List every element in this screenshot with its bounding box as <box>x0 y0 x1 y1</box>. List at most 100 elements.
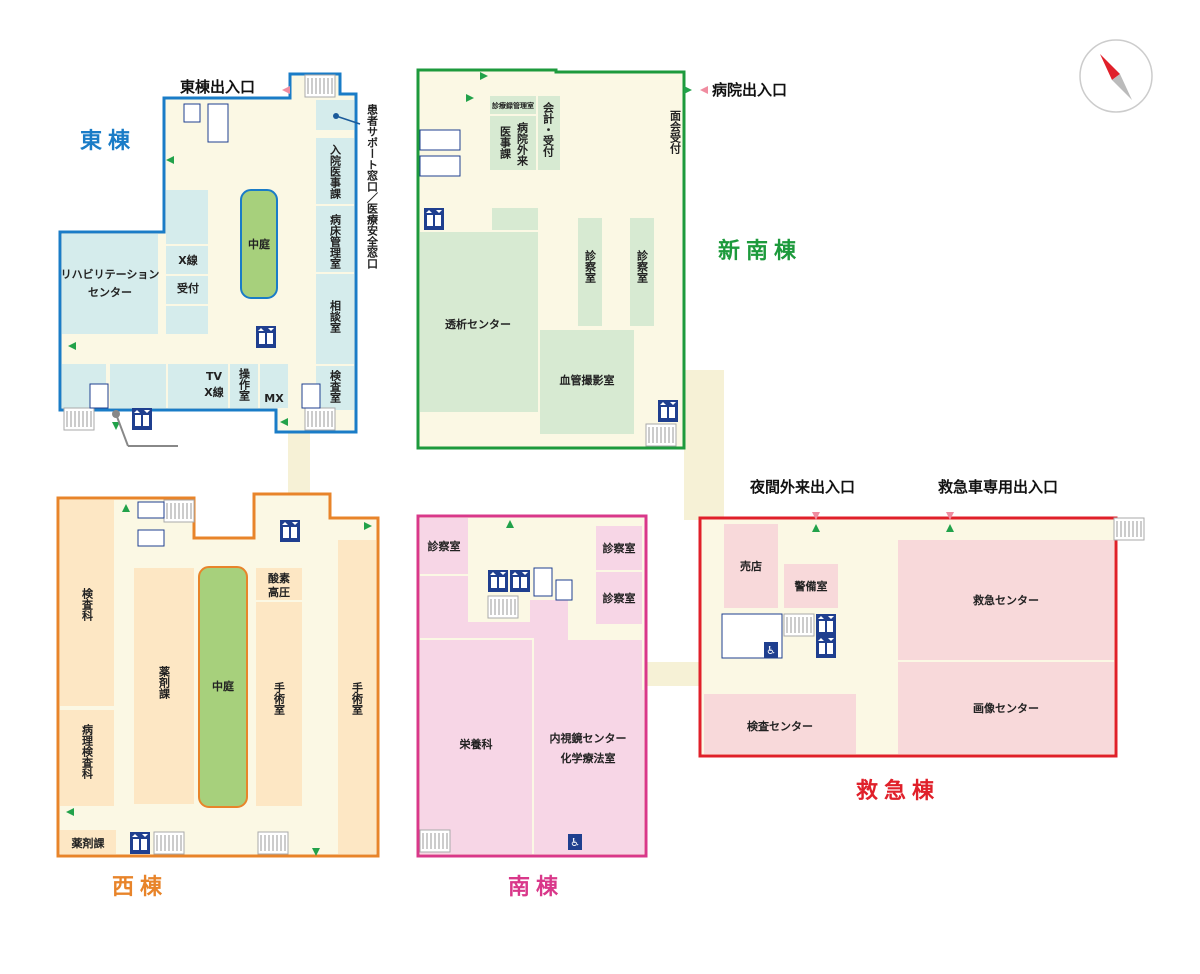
stairs-icon <box>645 423 677 447</box>
ns-room <box>492 208 538 230</box>
stairs-icon <box>304 407 336 431</box>
entrance-arrow-icon <box>700 86 708 94</box>
elevator-icon <box>280 520 300 542</box>
building-name-east: 東棟 <box>80 128 136 154</box>
entrance-arrow-icon <box>166 156 174 164</box>
stairs-icon <box>1113 517 1145 541</box>
stairs-icon <box>153 831 185 855</box>
restroom-icon <box>137 501 165 519</box>
east-building: 東棟 リハビリテーション センター X線 受付 中庭 TV X線 MX 入院医事… <box>58 72 379 447</box>
entrance-label: 救急車専用出入口 <box>938 478 1058 496</box>
room-label: 診察室 <box>636 249 649 283</box>
stairs-icon <box>487 595 519 619</box>
building-name-emergency: 救急棟 <box>856 778 940 804</box>
east-room <box>260 364 288 408</box>
room-label: 検査センター <box>747 719 813 733</box>
entrance-arrow-icon <box>280 418 288 426</box>
er-room <box>724 524 778 608</box>
elevator-icon <box>510 570 530 592</box>
south-room <box>420 640 532 854</box>
east-room <box>110 364 166 408</box>
restroom-icon <box>137 529 165 547</box>
room-label: 診察室 <box>428 539 461 553</box>
building-name-new-south: 新南棟 <box>718 238 802 264</box>
room-label: 売店 <box>740 559 762 573</box>
room-label: 薬剤課 <box>158 665 172 700</box>
room-label: 医事課 <box>499 126 512 160</box>
entrance-arrow-icon <box>812 524 820 532</box>
room-label: 病院外来 <box>516 121 530 167</box>
room-label: 透析センター <box>445 317 511 331</box>
map-shape <box>1112 74 1132 100</box>
entrance-arrow-icon <box>112 422 120 430</box>
entrance-arrow-icon <box>312 848 320 856</box>
restroom-icon <box>301 383 321 409</box>
elevator-icon <box>658 400 678 422</box>
map-shape <box>115 413 129 447</box>
south-room <box>596 572 642 624</box>
wheelchair-icon <box>764 642 778 658</box>
er-room <box>898 540 1114 660</box>
elevator-icon <box>488 570 508 592</box>
room-label: TV <box>206 370 223 383</box>
room-label: 診察室 <box>584 249 597 283</box>
room-label: 酸素 <box>268 571 290 585</box>
restroom-icon <box>89 383 109 409</box>
room-label: 中庭 <box>212 679 234 693</box>
entrance-label: 夜間外来出入口 <box>749 478 855 496</box>
wheelchair-icon <box>568 834 582 850</box>
west-room <box>60 830 116 854</box>
stairs-icon <box>783 613 815 637</box>
restroom-icon <box>183 103 201 123</box>
ns-room <box>540 330 634 434</box>
map-shape <box>335 115 361 125</box>
emergency-building: 救急棟 売店 警備室 救急センター 画像センター 検査センター 夜間外来出入口 … <box>698 478 1145 804</box>
room-label: 病床管理室 <box>329 213 342 269</box>
east-room <box>316 206 354 272</box>
south-building: 南棟 診察室 診察室 診察室 栄養科 内視鏡センター 化学療法室 <box>416 514 648 900</box>
room-label: 診察室 <box>603 541 636 555</box>
south-room <box>596 526 642 570</box>
elevator-icon <box>132 408 152 430</box>
room-label: 手術室 <box>351 681 365 715</box>
room-label: 診察室 <box>603 591 636 605</box>
west-room <box>256 602 302 806</box>
restroom-icon <box>419 129 461 151</box>
west-room <box>338 540 376 854</box>
entrance-arrow-icon <box>122 504 130 512</box>
room-label: 病理検査科 <box>81 723 94 780</box>
room-label: 受付 <box>177 281 199 295</box>
west-room <box>60 500 114 706</box>
elevator-icon <box>816 614 836 636</box>
elevator-icon <box>256 326 276 348</box>
entrance-label: 病院出入口 <box>712 81 787 99</box>
er-room <box>898 662 1114 754</box>
entrance-arrow-icon <box>506 520 514 528</box>
stairs-icon <box>257 831 289 855</box>
east-room <box>230 364 258 408</box>
entrance-arrow-icon <box>364 522 372 530</box>
ns-room <box>538 96 560 170</box>
room-label: 面会受付 <box>669 110 682 155</box>
room-label: 操作室 <box>238 367 251 401</box>
elevator-icon <box>424 208 444 230</box>
west-room <box>256 568 302 600</box>
corridor-newsouth-er <box>684 370 724 520</box>
compass-icon <box>1079 39 1153 113</box>
stairs-icon <box>63 407 95 431</box>
west-building: 西棟 検査科 病理検査科 薬剤課 中庭 酸素 高圧 手術室 手術室 薬剤課 <box>56 492 380 900</box>
room-label: 警備室 <box>794 579 828 593</box>
east-room <box>316 366 354 410</box>
east-room <box>166 246 208 274</box>
room-label: X線 <box>178 253 197 267</box>
map-shape <box>1100 54 1120 80</box>
ns-room <box>420 232 538 412</box>
ns-room <box>630 218 654 326</box>
east-room <box>166 190 208 244</box>
room-label: 薬剤課 <box>72 836 106 850</box>
room-label: センター <box>88 286 132 299</box>
restroom-icon <box>419 155 461 177</box>
stairs-icon <box>419 829 451 853</box>
entrance-arrow-icon <box>946 512 954 520</box>
east-room <box>316 274 354 364</box>
